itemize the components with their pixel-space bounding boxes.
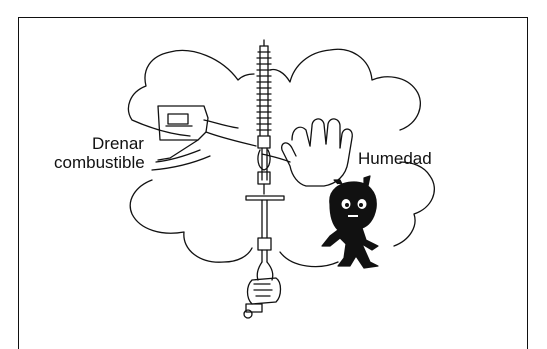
trimmer-tool-icon xyxy=(244,40,284,318)
drain-fuel-label-line1: Drenar xyxy=(92,134,144,154)
humidity-label: Humedad xyxy=(358,149,432,169)
drain-fuel-label-line2: combustible xyxy=(54,153,145,173)
stop-hand-icon xyxy=(262,119,352,186)
moisture-creature-icon xyxy=(322,176,378,268)
